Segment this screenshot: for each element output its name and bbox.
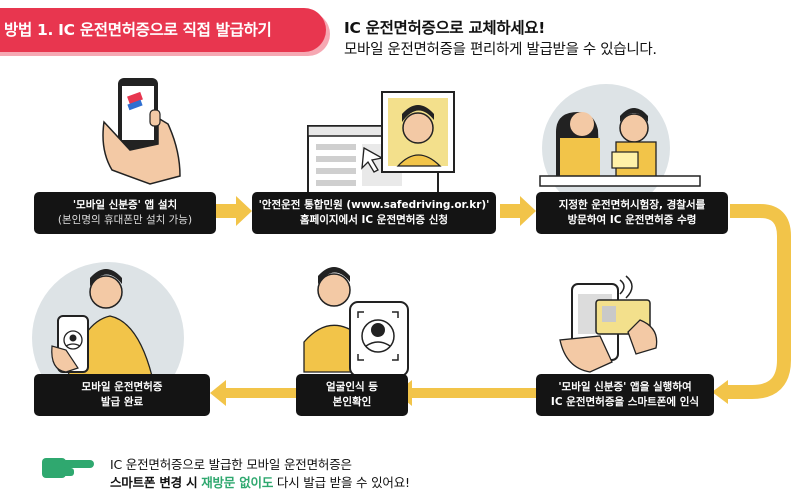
arrow-right-icon [216, 196, 252, 226]
face-scan-icon [303, 267, 409, 377]
hand-phone-icon [102, 78, 181, 185]
footer-emphasis: 스마트폰 변경 시 [110, 475, 198, 490]
step-3-note: 방문하여 IC 운전면허증 수령 [567, 214, 697, 226]
arrow-left-icon [396, 380, 536, 406]
arrow-left-icon [210, 380, 296, 406]
step-5-title: 얼굴인식 등 [326, 381, 378, 393]
step-5-box: 얼굴인식 등 본인확인 [296, 374, 408, 416]
footer-tail: 다시 발급 받을 수 있어요! [276, 475, 410, 490]
step-1-title: '모바일 신분증' 앱 설치 [72, 199, 178, 211]
footer-line-1: IC 운전면허증으로 발급한 모바일 운전면허증은 [110, 457, 352, 472]
web-browser-icon [307, 91, 455, 199]
step-1-box: '모바일 신분증' 앱 설치 (본인명의 휴대폰만 설치 가능) [34, 192, 216, 234]
step-2-note: 홈페이지에서 IC 운전면허증 신청 [299, 214, 449, 226]
step-1-note: (본인명의 휴대폰만 설치 가능) [57, 214, 193, 226]
step-4-note: IC 운전면허증을 스마트폰에 인식 [550, 396, 700, 408]
page-title: IC 운전면허증으로 교체하세요! [344, 19, 546, 37]
step-2-title: '안전운전 통합민원 (www.safedriving.or.kr)' [258, 199, 490, 211]
method-badge-label: 방법 1. IC 운전면허증으로 직접 발급하기 [4, 21, 272, 39]
card-scan-icon [559, 275, 658, 373]
step-3-box: 지정한 운전면허시험장, 경찰서를 방문하여 IC 운전면허증 수령 [536, 192, 728, 234]
step-2-box: '안전운전 통합민원 (www.safedriving.or.kr)' 홈페이지… [252, 192, 496, 234]
step-5-note: 본인확인 [332, 396, 372, 408]
step-6-box: 모바일 운전면허증 발급 완료 [34, 374, 210, 416]
office-desk-icon [539, 108, 701, 187]
pointing-hand-icon [42, 458, 94, 478]
phone-license-icon [51, 269, 153, 377]
step-6-note: 발급 완료 [100, 396, 144, 408]
step-3-title: 지정한 운전면허시험장, 경찰서를 [558, 199, 706, 211]
footer-line-2: 스마트폰 변경 시 재방문 없이도 다시 발급 받을 수 있어요! [110, 472, 410, 491]
step-4-title: '모바일 신분증' 앱을 실행하여 [558, 381, 692, 393]
step-6-title: 모바일 운전면허증 [81, 381, 163, 393]
arrow-right-icon [500, 196, 536, 226]
method-badge [0, 8, 326, 52]
page-subtitle: 모바일 운전면허증을 편리하게 발급받을 수 있습니다. [344, 42, 657, 58]
step-4-box: '모바일 신분증' 앱을 실행하여 IC 운전면허증을 스마트폰에 인식 [536, 374, 714, 416]
u-turn-arrow [728, 204, 791, 399]
footer-accent: 재방문 없이도 [201, 475, 274, 490]
